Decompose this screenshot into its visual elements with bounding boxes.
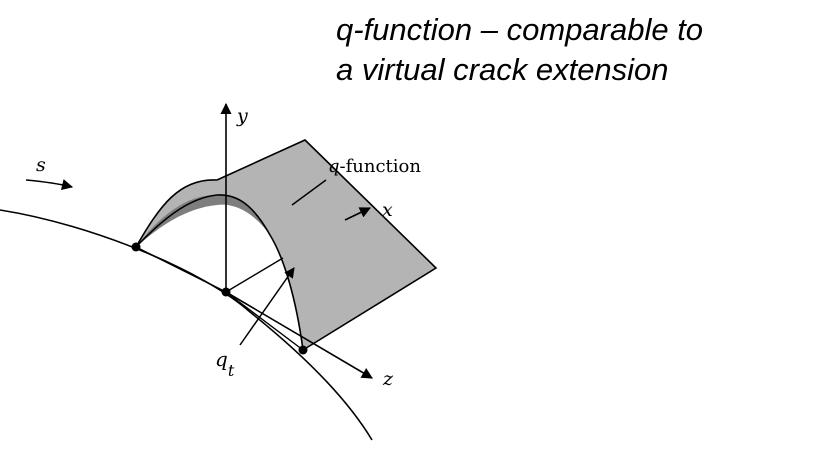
- slide-title: q-function – comparable to a virtual cra…: [336, 10, 836, 90]
- crack-front-curve: [0, 209, 373, 441]
- z-axis-label: z: [382, 368, 394, 390]
- x-axis: [344, 207, 372, 221]
- surface-front-arc: [135, 179, 218, 248]
- s-arc-label: s: [36, 154, 46, 176]
- surface-top-edge: [216, 139, 438, 351]
- origin-to-surface-line: [225, 257, 284, 293]
- y-axis-label: y: [236, 105, 248, 127]
- origin-to-left-node: [135, 246, 227, 293]
- z-axis: [225, 291, 373, 379]
- surface-back-arc: [135, 194, 304, 351]
- s-direction-arrow: [25, 179, 74, 190]
- q-function-label: q-function: [328, 156, 421, 177]
- title-line-1: q-function – comparable to: [336, 12, 704, 47]
- q-function-leader: [291, 179, 327, 206]
- x-axis-label: x: [382, 199, 393, 221]
- qt-leader-arrow: [239, 267, 295, 346]
- right-node: [298, 345, 308, 355]
- origin-to-right-node: [225, 291, 304, 351]
- qt-label: qt: [215, 347, 235, 380]
- left-node: [131, 242, 141, 252]
- origin-node: [221, 287, 231, 297]
- title-line-2: a virtual crack extension: [336, 52, 669, 87]
- q-function-surface: [136, 140, 436, 350]
